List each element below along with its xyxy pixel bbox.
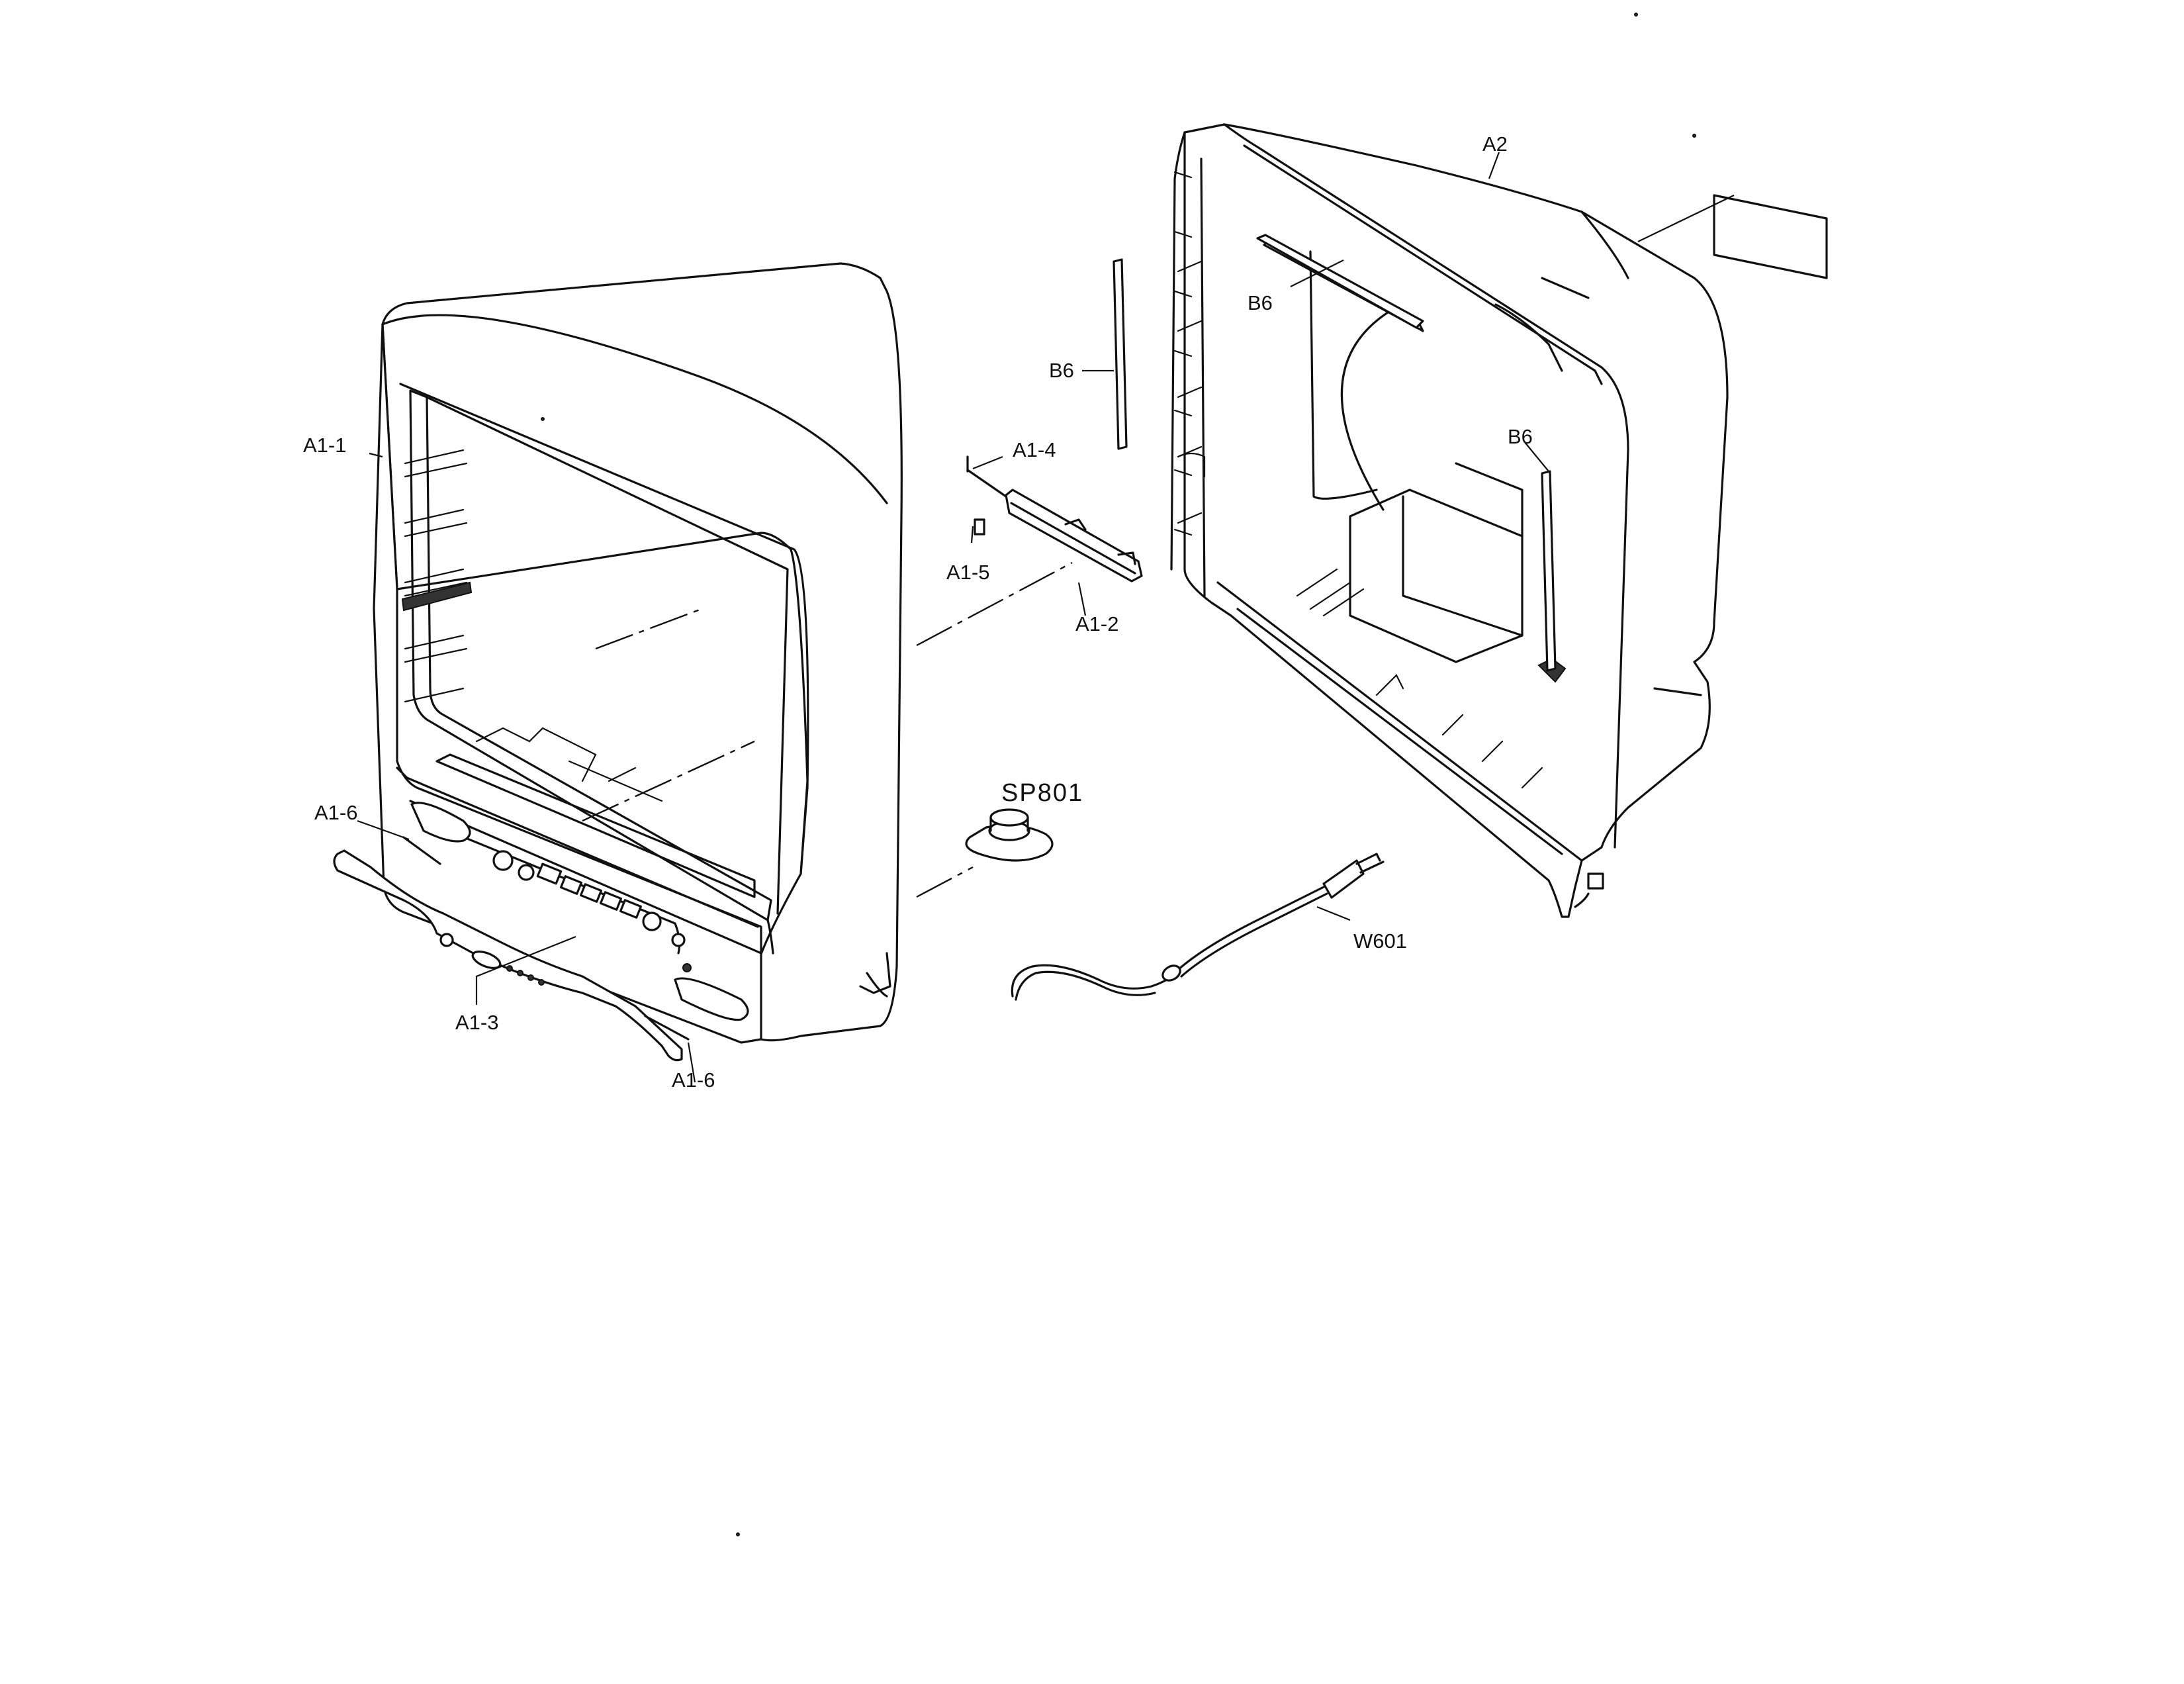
callout-b6-top: B6	[1248, 291, 1273, 314]
callout-sp801: SP801	[1001, 779, 1083, 807]
speck	[1634, 13, 1638, 17]
control-bezel	[333, 849, 683, 1062]
bracket-assembly	[966, 455, 1143, 583]
strip-left	[1113, 258, 1128, 450]
callout-a1-2: A1-2	[1075, 612, 1118, 635]
side-cap-top	[402, 836, 441, 865]
callout-w601: W601	[1353, 929, 1407, 953]
callout-a1-1: A1-1	[303, 434, 346, 457]
speaker	[965, 808, 1054, 862]
speck	[736, 1532, 740, 1536]
callout-a2: A2	[1482, 132, 1508, 156]
speck	[1692, 134, 1696, 138]
front-cabinet	[373, 262, 903, 1044]
side-cap-bottom	[644, 1015, 690, 1041]
rating-label	[1713, 194, 1828, 279]
callout-a1-5: A1-5	[946, 561, 989, 584]
callout-b6-left: B6	[1049, 359, 1074, 382]
strip-top	[1256, 234, 1424, 329]
callout-a1-6-top: A1-6	[314, 801, 357, 824]
callout-a1-6-bottom: A1-6	[672, 1068, 715, 1092]
strip-right	[1541, 470, 1557, 672]
callout-b6-right: B6	[1508, 425, 1533, 448]
power-cord	[1011, 853, 1385, 1001]
callout-a1-3: A1-3	[455, 1011, 498, 1034]
rear-cabinet	[1170, 123, 1729, 918]
callout-a1-4: A1-4	[1013, 438, 1056, 461]
speck	[541, 417, 545, 421]
